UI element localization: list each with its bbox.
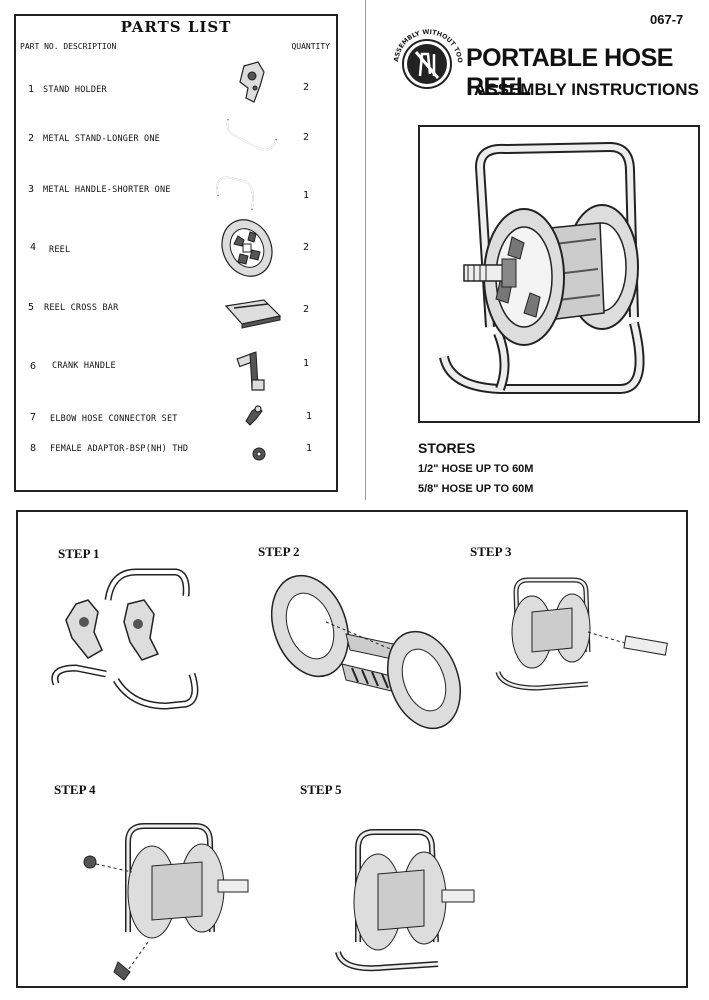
step-1-label: STEP 1: [58, 546, 100, 561]
crank-handle-icon: [236, 351, 265, 391]
assembly-steps-panel: STEP 1 STEP 2 STEP 3 STEP 4 STEP 5: [16, 510, 688, 988]
part-description: STAND HOLDER: [43, 85, 107, 95]
stores-line: 1/2" HOSE UP TO 60M: [418, 463, 534, 475]
assembly-without-tools-logo: ASSEMBLY WITHOUT TOOLS NEEDED: [388, 24, 464, 89]
elbow-connector-icon: [245, 405, 263, 426]
parts-list-title: PARTS LIST: [120, 18, 232, 36]
part-quantity: 1: [306, 411, 313, 422]
part-description: CRANK HANDLE: [52, 361, 116, 371]
part-description: ELBOW HOSE CONNECTOR SET: [50, 414, 178, 424]
step-5-label: STEP 5: [300, 782, 342, 797]
metal-handle-icon: [216, 176, 254, 210]
part-description: METAL HANDLE-SHORTER ONE: [43, 185, 171, 195]
instructions-subtitle: ASSEMBLY INSTRUCTIONS: [474, 80, 699, 99]
column-header-part-description: PART NO. DESCRIPTION: [20, 42, 117, 51]
metal-stand-icon: [226, 119, 277, 151]
step-3-label: STEP 3: [470, 544, 512, 559]
step-3-illustration: [495, 577, 668, 691]
female-adaptor-icon: [252, 447, 266, 461]
part-description: REEL: [49, 245, 71, 255]
part-number: 2: [28, 133, 35, 144]
step-4-illustration: [83, 823, 249, 981]
part-number: 5: [28, 302, 35, 313]
step-2-illustration: [271, 574, 461, 730]
stores-line: 5/8" HOSE UP TO 60M: [418, 483, 534, 495]
step-2-label: STEP 2: [258, 544, 300, 559]
part-quantity: 1: [303, 358, 310, 369]
part-number: 4: [30, 242, 37, 253]
product-title: PORTABLE HOSE REEL: [466, 44, 673, 101]
part-description: METAL STAND-LONGER ONE: [43, 134, 160, 144]
step-1-illustration: [51, 568, 199, 710]
product-code: 067-7: [650, 12, 684, 27]
reel-icon: [221, 219, 273, 277]
parts-list-panel: PARTS LIST PART NO. DESCRIPTION QUANTITY…: [14, 14, 338, 492]
part-quantity: 2: [303, 82, 310, 93]
part-number: 6: [30, 361, 37, 372]
vertical-divider: [365, 0, 366, 500]
product-illustration-frame: [418, 125, 700, 423]
part-description: FEMALE ADAPTOR-BSP(NH) THD: [50, 444, 189, 454]
part-number: 8: [30, 443, 37, 454]
part-quantity: 2: [303, 132, 310, 143]
part-description: REEL CROSS BAR: [44, 303, 119, 313]
stand-holder-icon: [239, 61, 265, 103]
part-quantity: 2: [303, 242, 310, 253]
hose-reel-illustration: [439, 141, 645, 394]
part-number: 3: [28, 184, 35, 195]
part-number: 7: [30, 412, 37, 423]
part-quantity: 1: [306, 443, 313, 454]
part-number: 1: [28, 84, 35, 95]
part-quantity: 1: [303, 190, 310, 201]
step-5-illustration: [335, 829, 475, 972]
stores-heading: STORES: [418, 440, 476, 456]
column-header-quantity: QUANTITY: [291, 42, 330, 51]
step-4-label: STEP 4: [54, 782, 96, 797]
part-quantity: 2: [303, 304, 310, 315]
cross-bar-icon: [224, 299, 282, 329]
